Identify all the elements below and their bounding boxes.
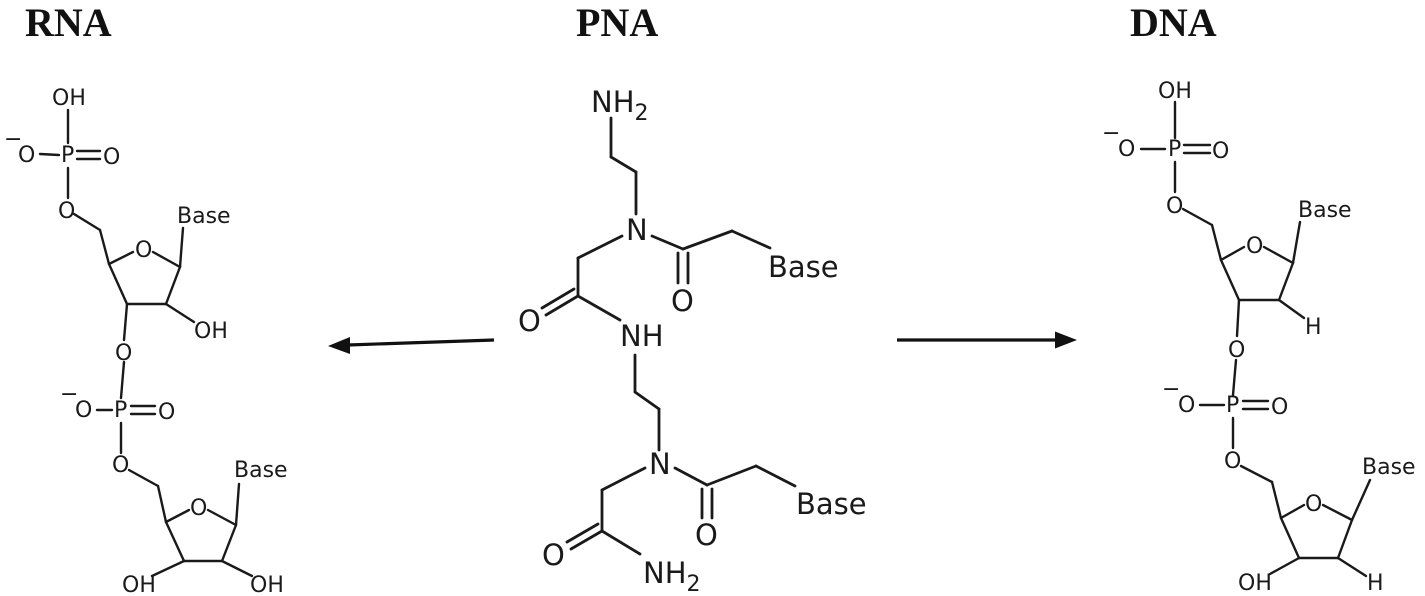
- pna-base-1: Base: [768, 250, 839, 284]
- rna-o-double-1: O: [103, 145, 120, 170]
- dna-charge-1: −: [1102, 121, 1120, 146]
- dna-structure: OH − O P O O O Base H O − O P O O O Base…: [1102, 79, 1416, 596]
- pna-nh: NH: [620, 319, 664, 353]
- dna-p-2: P: [1226, 393, 1239, 418]
- dna-o-double-2: O: [1271, 395, 1288, 420]
- pna-n-1: N: [626, 213, 648, 247]
- pna-base-2: Base: [796, 487, 867, 521]
- rna-charge-2: −: [60, 382, 78, 407]
- pna-o-1: O: [671, 284, 694, 318]
- dna-title: DNA: [1130, 0, 1217, 45]
- arrow-to-dna: [897, 331, 1077, 349]
- pna-nh2-bottom-label: NH: [643, 556, 687, 590]
- dna-oh-top: OH: [1158, 79, 1192, 104]
- pna-bonds: [540, 116, 797, 556]
- dna-h-2prime-1: H: [1305, 315, 1322, 340]
- pna-nh2-bottom: NH2: [643, 556, 701, 596]
- rna-title: RNA: [25, 0, 112, 45]
- pna-o-2: O: [518, 304, 541, 338]
- dna-o-minus-2: O: [1178, 393, 1195, 418]
- rna-base-2: Base: [234, 458, 288, 483]
- pna-nh2-bottom-subscript: 2: [687, 572, 701, 596]
- rna-o-minus-1: O: [18, 143, 35, 168]
- pna-o-3: O: [695, 518, 718, 552]
- dna-o-double-1: O: [1212, 139, 1229, 164]
- pna-structure: NH2 N O Base O NH N O Base O NH2: [518, 85, 867, 596]
- pna-n-2: N: [649, 447, 671, 481]
- rna-o-link-1: O: [58, 199, 75, 224]
- rna-p-2: P: [114, 398, 127, 423]
- dna-h-2prime-2: H: [1367, 571, 1384, 596]
- dna-o-link-1: O: [1166, 194, 1183, 219]
- dna-bonds: [1139, 100, 1372, 578]
- pna-nh2-top-subscript: 2: [635, 101, 649, 126]
- dna-ring-o-1: O: [1246, 234, 1263, 259]
- rna-oh-3prime-2: OH: [122, 573, 156, 596]
- rna-o-link-2: O: [112, 453, 129, 478]
- dna-o-link-2: O: [1224, 449, 1241, 474]
- pna-o-4: O: [542, 538, 565, 572]
- rna-oh-2prime-1: OH: [194, 319, 228, 344]
- rna-charge-1: −: [4, 127, 22, 152]
- dna-oh-3prime-2: OH: [1238, 571, 1272, 596]
- pna-nh2-top: NH2: [591, 85, 649, 126]
- dna-ring-o-2: O: [1305, 492, 1322, 517]
- rna-base-1: Base: [177, 204, 231, 229]
- rna-oh-top: OH: [52, 86, 86, 111]
- rna-o-3prime-1: O: [115, 341, 132, 366]
- rna-p-1: P: [61, 143, 74, 168]
- pna-title: PNA: [576, 0, 658, 45]
- dna-o-3prime-1: O: [1228, 338, 1245, 363]
- rna-oh-2prime-2: OH: [250, 573, 284, 596]
- rna-structure: OH − O P O O O Base OH O − O P O O O Bas…: [4, 86, 288, 596]
- dna-base-2: Base: [1362, 455, 1416, 480]
- dna-o-minus-1: O: [1118, 137, 1135, 162]
- rna-ring-o-1: O: [135, 238, 152, 263]
- rna-o-minus-2: O: [75, 398, 92, 423]
- arrow-to-rna: [328, 337, 495, 354]
- rna-bonds: [38, 108, 254, 578]
- pna-nh2-top-label: NH: [591, 85, 635, 119]
- dna-charge-2: −: [1162, 377, 1180, 402]
- rna-o-double-2: O: [158, 400, 175, 425]
- rna-ring-o-2: O: [190, 496, 207, 521]
- dna-p-1: P: [1168, 137, 1181, 162]
- dna-base-1: Base: [1298, 198, 1352, 223]
